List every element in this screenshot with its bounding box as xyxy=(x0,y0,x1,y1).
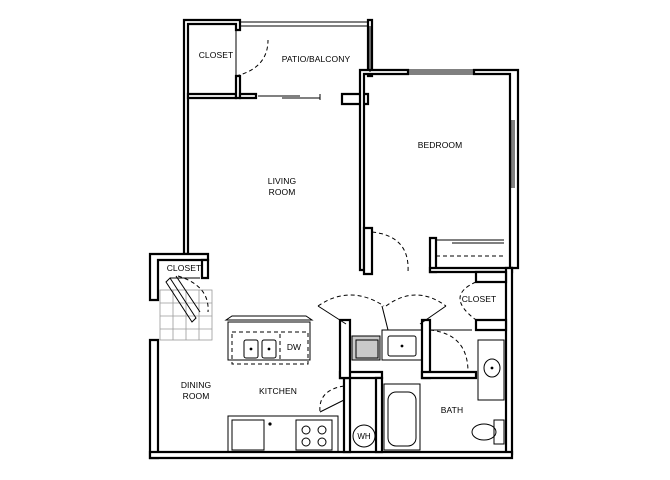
dishwasher-label: DW xyxy=(287,342,301,352)
bedroom-window-right xyxy=(509,120,515,188)
bedroom-door xyxy=(371,231,409,273)
closet-right-label: CLOSET xyxy=(462,294,497,304)
kitchen-label: KITCHEN xyxy=(259,386,297,396)
living-room-label-line1: LIVING xyxy=(268,176,296,186)
bathtub-icon xyxy=(383,383,421,451)
kitchen-bottom-counter xyxy=(227,415,339,453)
patio-balcony-label: PATIO/BALCONY xyxy=(282,54,351,64)
entry-tile xyxy=(159,289,213,341)
closet-top-door xyxy=(235,30,269,77)
closet-left-doors xyxy=(165,275,209,323)
bath-door xyxy=(429,329,472,373)
dining-room-label-line1: DINING xyxy=(181,380,211,390)
closet-top-label: CLOSET xyxy=(199,50,234,60)
patio-railing xyxy=(240,21,371,72)
living-room-label-line2: ROOM xyxy=(269,187,296,197)
bath-vanity xyxy=(477,339,505,401)
kitchen-sink-icon xyxy=(243,339,277,359)
bedroom-closet-doors xyxy=(436,239,504,257)
stove-burner-icon xyxy=(268,422,327,447)
bedroom-window-top xyxy=(408,69,474,75)
patio-sliding-door xyxy=(258,94,321,100)
right-closet-door xyxy=(459,281,477,321)
kitchen-island xyxy=(224,315,314,365)
toilet-icon xyxy=(471,419,505,445)
closet-left-label: CLOSET xyxy=(167,263,202,273)
water-heater xyxy=(352,424,376,448)
dining-room-label-line2: ROOM xyxy=(183,391,210,401)
hall-shelf-right xyxy=(381,329,423,361)
kitchen-door xyxy=(319,385,345,413)
hall-shelf-left xyxy=(351,335,381,361)
exterior-walls xyxy=(148,18,520,460)
bedroom-label: BEDROOM xyxy=(418,140,463,150)
water-heater-label: WH xyxy=(357,432,371,441)
bath-label: BATH xyxy=(441,405,463,415)
hall-doors xyxy=(317,294,447,331)
